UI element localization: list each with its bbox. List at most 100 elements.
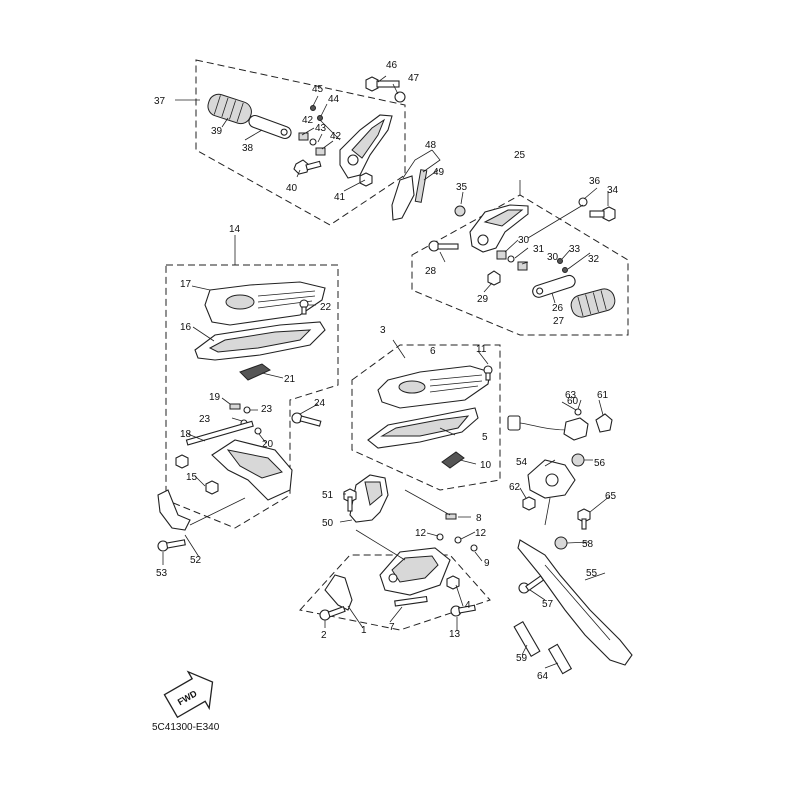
callout-65: 65 [605,491,617,502]
part-28-bolt [428,240,459,252]
part-40-bolt [293,159,322,175]
callout-63: 63 [565,390,577,401]
callout-58: 58 [582,539,594,550]
callout-50: 50 [322,518,334,529]
callout-17: 17 [180,279,192,290]
callout-35: 35 [456,182,468,193]
callout-40: 40 [286,183,298,194]
callout-52: 52 [190,555,202,566]
callout-34: 34 [607,185,619,196]
part-35-washer [454,205,466,217]
part-47-washer [394,91,406,103]
callout-27: 27 [553,316,565,327]
callout-14: 14 [229,224,241,235]
part-10-damper [441,451,465,469]
callout-10: 10 [480,460,492,471]
rear-footrest-bracket-left [339,114,393,179]
part-8-spring [445,513,457,520]
callout-labels: 1 2 3 4 5 6 7 8 9 10 11 12 12 13 14 15 1… [154,60,619,682]
callout-38: 38 [242,143,254,154]
callout-13: 13 [449,629,461,640]
part-31-spring [507,255,515,263]
callout-30a: 30 [518,235,530,246]
part-20-pin [254,427,262,435]
front-footboard-right-group [367,339,493,520]
part-1-link [324,574,353,611]
callout-45: 45 [312,84,324,95]
callout-64: 64 [537,671,549,682]
part-19-spring [229,403,241,410]
side-stand-group [507,399,633,675]
part-53-bolt [157,539,186,552]
callout-23a: 23 [199,414,211,425]
callout-19: 19 [209,392,221,403]
callout-22: 22 [320,302,332,313]
callout-29: 29 [477,294,489,305]
part-59-spring [513,621,541,657]
part-7-pin [394,595,428,607]
callout-37: 37 [154,96,166,107]
rear-footrest-right-group [428,180,616,318]
callout-49: 49 [433,167,445,178]
lower-bracket-assembly [319,489,483,631]
part-13-bolt [450,604,476,617]
part-58-collar [554,536,568,550]
part-51-bolt [343,488,357,512]
callout-3: 3 [380,325,386,336]
callout-54: 54 [516,457,528,468]
part-64-spring [547,643,573,675]
part-56-bolt [571,453,585,467]
callout-48: 48 [425,140,437,151]
part-45-clip [310,105,316,111]
callout-39: 39 [211,126,223,137]
callout-57: 57 [542,599,554,610]
part-55-sidestand [517,539,633,666]
part-18-bolt [175,420,254,469]
callout-12a: 12 [415,528,427,539]
part-26-footrest-bar [532,274,576,298]
part-60-sidestand-switch [507,415,589,441]
callout-42a: 42 [302,115,314,126]
callout-16: 16 [180,322,192,333]
part-65-bolt [577,508,591,530]
part-46-bolt [365,76,400,92]
callout-44: 44 [328,94,340,105]
callout-36: 36 [589,176,601,187]
part-12-washer [436,533,444,541]
part-11-screw [483,365,493,381]
part-30-ball-b [517,261,528,271]
callout-15: 15 [186,472,198,483]
part-2-bolt [319,605,346,621]
callout-5: 5 [482,432,488,443]
callout-12b: 12 [475,528,487,539]
callout-18: 18 [180,429,192,440]
part-29-nut [487,270,501,286]
part-9-pin [470,544,478,552]
part-49-plate [414,169,428,203]
front-footboard-left-group [157,235,326,565]
part-42-ball [298,132,309,141]
fwd-arrow-icon: FWD [163,670,214,719]
callout-23b: 23 [261,404,273,415]
part-21-damper [239,363,271,381]
callout-61: 61 [597,390,609,401]
part-32-clip [562,267,568,273]
callout-41: 41 [334,192,346,203]
callout-1: 1 [361,625,367,636]
callout-43: 43 [315,123,327,134]
part-4-nut [446,575,460,590]
part-36-washer [578,197,588,207]
callout-47: 47 [408,73,420,84]
callout-2: 2 [321,630,327,641]
callout-53: 53 [156,568,168,579]
group-outline-front-footboard-right [351,344,501,491]
callout-33: 33 [569,244,581,255]
callout-8: 8 [476,513,482,524]
part-38-footrest-bar [248,114,292,140]
group-outline-front-footboard-left [165,264,339,529]
callout-4: 4 [465,600,471,611]
callout-32: 32 [588,254,600,265]
part-43-spring [309,138,317,146]
diagram-code: 5C41300-E340 [152,722,220,733]
